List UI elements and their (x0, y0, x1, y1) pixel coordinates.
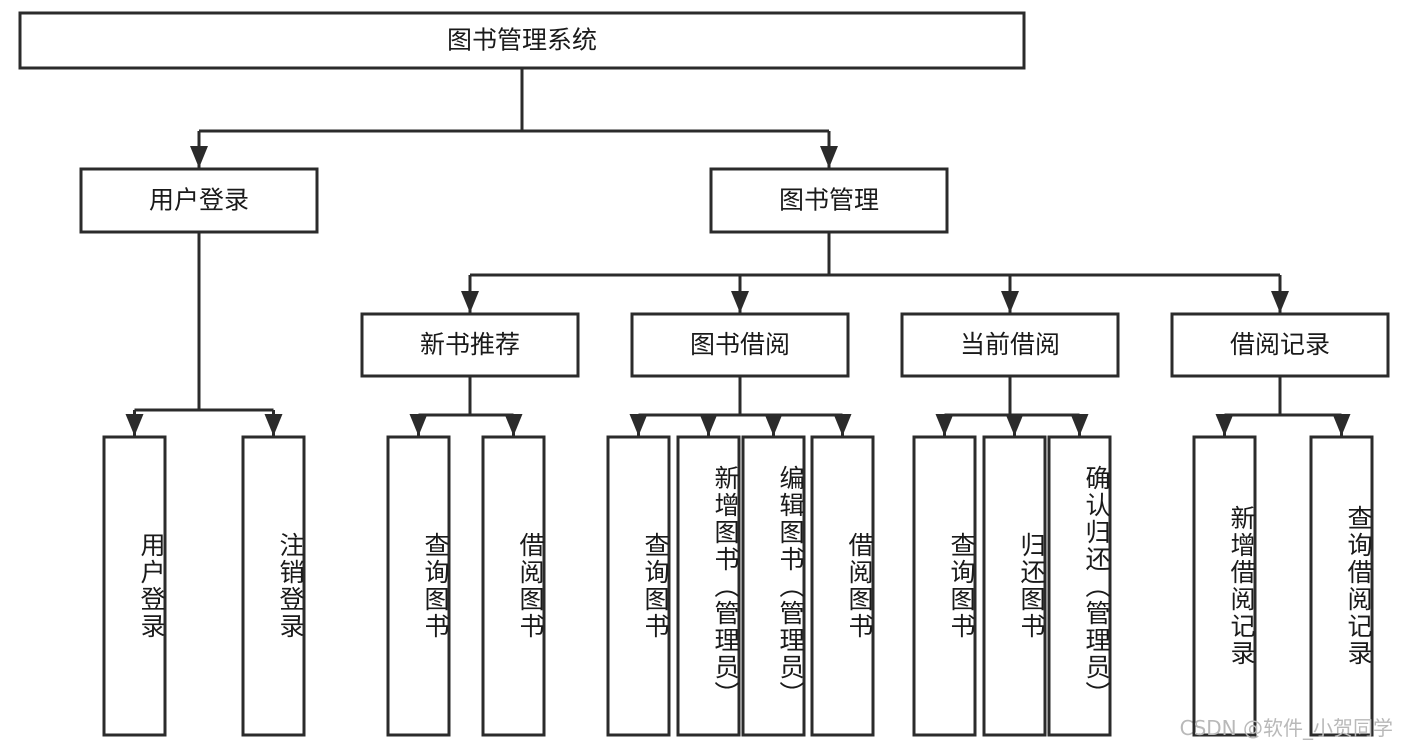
leaf-node-box-4[interactable] (606, 435, 671, 737)
root-node-label: 图书管理系统 (447, 26, 597, 55)
leaf-node-box-5[interactable] (676, 435, 741, 737)
level3-node-box-2[interactable] (900, 312, 1120, 378)
leaf-node-box-7[interactable] (810, 435, 875, 737)
arrow-head-icon (833, 414, 852, 436)
level3-node-label-0: 新书推荐 (420, 330, 520, 359)
arrow-head-icon (1005, 414, 1024, 436)
arrow-head-icon (1001, 291, 1019, 313)
leaf-node-box-0[interactable] (102, 435, 167, 737)
leaf-node-box-3[interactable] (481, 435, 546, 737)
level3-node-label-1: 图书借阅 (690, 330, 790, 359)
root-node-box[interactable] (18, 11, 1026, 70)
level2-node-box-0[interactable] (79, 167, 319, 234)
level3-node-label-3: 借阅记录 (1230, 330, 1330, 359)
arrow-head-icon (1332, 414, 1351, 436)
leaf-node-box-8[interactable] (912, 435, 977, 737)
leaf-node-box-9[interactable] (982, 435, 1047, 737)
arrow-head-icon (125, 414, 144, 436)
level3-node-box-0[interactable] (360, 312, 580, 378)
level2-node-box-1[interactable] (709, 167, 949, 234)
watermark-text: CSDN @软件_小贺同学 (1179, 716, 1393, 740)
arrow-head-icon (1271, 291, 1289, 313)
connector-layer (125, 68, 1351, 436)
leaf-node-box-12[interactable] (1309, 435, 1374, 737)
arrow-head-icon (504, 414, 523, 436)
arrow-head-icon (409, 414, 428, 436)
leaf-node-box-1[interactable] (241, 435, 306, 737)
leaf-node-box-2[interactable] (386, 435, 451, 737)
arrow-head-icon (1215, 414, 1234, 436)
level2-node-label-0: 用户登录 (149, 186, 249, 215)
leaf-node-box-10[interactable] (1047, 435, 1112, 737)
leaf-node-box-11[interactable] (1192, 435, 1257, 737)
leaf-node-box-6[interactable] (741, 435, 806, 737)
arrow-head-icon (1070, 414, 1089, 436)
arrow-head-icon (190, 146, 208, 168)
level2-node-label-1: 图书管理 (779, 186, 879, 215)
level3-node-label-2: 当前借阅 (960, 330, 1060, 359)
arrow-head-icon (935, 414, 954, 436)
arrow-head-icon (461, 291, 479, 313)
arrow-head-icon (699, 414, 718, 436)
level3-node-box-1[interactable] (630, 312, 850, 378)
arrow-head-icon (264, 414, 283, 436)
arrow-head-icon (764, 414, 783, 436)
level3-node-box-3[interactable] (1170, 312, 1390, 378)
arrow-head-icon (820, 146, 838, 168)
arrow-head-icon (629, 414, 648, 436)
arrow-head-icon (731, 291, 749, 313)
